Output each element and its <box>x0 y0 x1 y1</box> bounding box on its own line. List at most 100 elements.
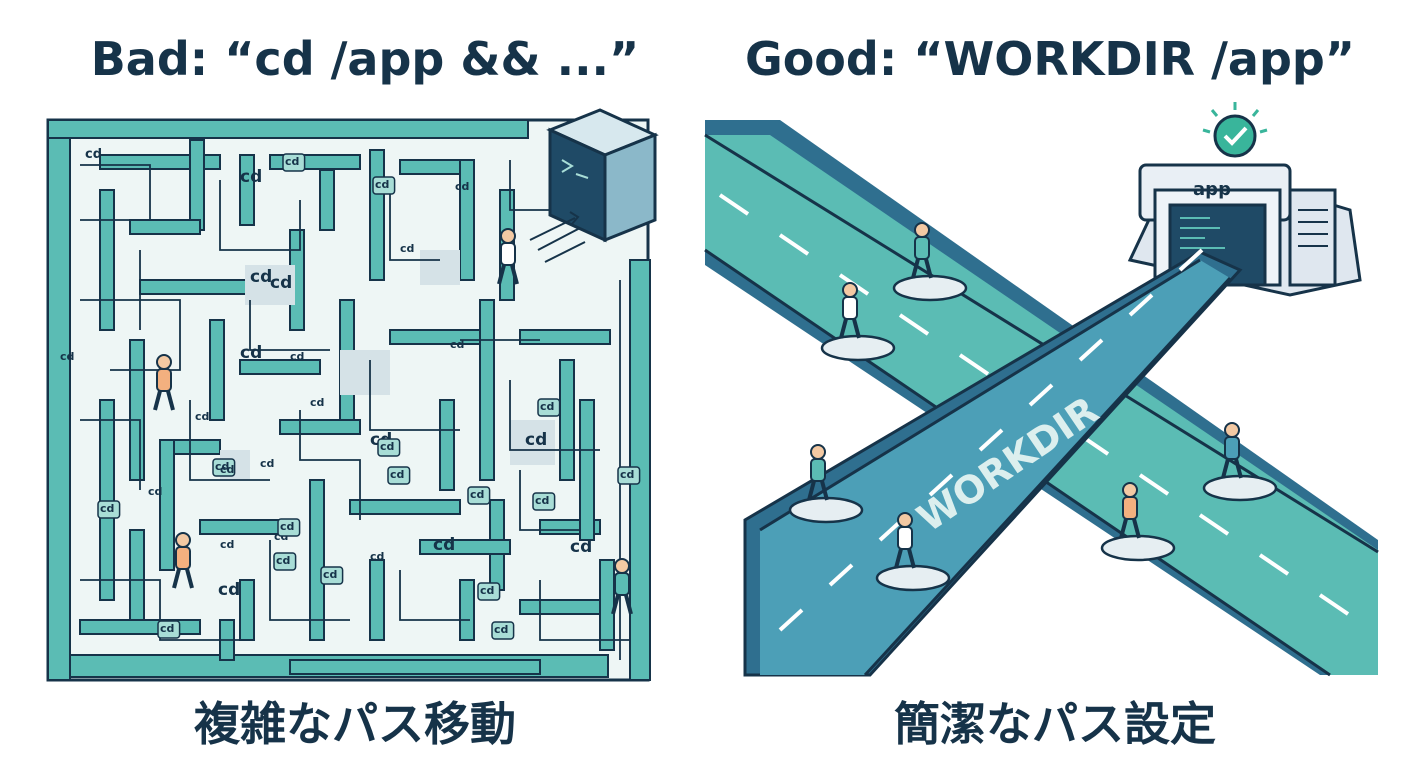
maze-cd-label: cd <box>270 273 292 293</box>
maze-wall <box>239 579 255 641</box>
arrow-icon <box>529 211 586 263</box>
person-icon-leg <box>1221 458 1230 479</box>
maze-cd-label: cd <box>260 457 274 470</box>
person-icon-leg <box>852 318 861 339</box>
maze-wall <box>369 149 385 281</box>
person-icon-leg <box>166 390 175 411</box>
maze-cd-box <box>387 466 411 485</box>
maze-path-line <box>539 580 630 641</box>
maze-wall <box>79 619 201 635</box>
maze-cd-label: cd <box>400 242 414 255</box>
hoverboard-icon <box>788 496 864 524</box>
maze-wall <box>129 219 201 235</box>
maze-path-line <box>509 160 560 211</box>
maze-cd-label: cd <box>100 502 114 515</box>
maze-cd-label: cd <box>433 535 455 555</box>
lane-dash <box>1178 248 1204 272</box>
maze-wall <box>579 399 595 541</box>
maze-wall <box>439 399 455 491</box>
maze-wall <box>319 169 335 231</box>
building-label: app <box>1193 179 1231 200</box>
person-icon-leg <box>839 318 848 339</box>
person-icon-head <box>614 558 630 574</box>
person-icon-head <box>842 282 858 298</box>
maze-top-wall <box>47 119 529 139</box>
person-icon-leg <box>153 390 162 411</box>
maze-wall <box>419 539 511 555</box>
maze-wall <box>459 579 475 641</box>
good-title: Good: “WORKDIR /app” <box>744 32 1356 86</box>
person-icon-leg <box>624 594 633 615</box>
hoverboard-icon <box>892 274 968 302</box>
person-icon-body <box>1122 496 1138 520</box>
maze-wall <box>189 139 205 231</box>
maze-cd-label: cd <box>570 537 592 557</box>
maze-cd-label: cd <box>240 343 262 363</box>
lane-dash <box>778 608 804 632</box>
person-icon-leg <box>185 568 194 589</box>
hoverboard-icon <box>1202 474 1278 502</box>
maze-wall <box>209 319 225 421</box>
maze-path-line <box>389 190 440 261</box>
person-icon-body <box>1224 436 1240 460</box>
maze-cd-label: cd <box>215 460 229 473</box>
maze-wall <box>349 499 461 515</box>
maze-cd-label: cd <box>195 410 209 423</box>
maze-wall <box>289 659 541 675</box>
person-icon-body <box>810 458 826 482</box>
maze-cd-box <box>97 500 121 519</box>
maze-cd-box <box>467 486 491 505</box>
maze-cd-label: cd <box>375 178 389 191</box>
maze-cd-label: cd <box>390 468 404 481</box>
person-icon-head <box>175 532 191 548</box>
maze-path-line <box>189 400 270 481</box>
person-icon-head <box>914 222 930 238</box>
workdir-road: WORKDIR <box>743 248 1243 677</box>
maze-wall <box>519 329 611 345</box>
maze-cd-label: cd <box>250 267 272 287</box>
person-icon-head <box>500 228 516 244</box>
maze-cd-label: cd <box>310 396 324 409</box>
person-icon-leg <box>510 264 519 285</box>
maze-path-line <box>80 579 240 641</box>
maze-cd-label: cd <box>280 520 294 533</box>
lane-dash <box>1028 383 1054 407</box>
lane-dash <box>1318 593 1350 616</box>
maze-cd-box <box>277 518 301 537</box>
person-icon-leg <box>1234 458 1243 479</box>
lane-dash <box>958 353 990 376</box>
maze-wall <box>129 339 145 481</box>
maze-wall <box>459 159 475 281</box>
maze-cd-label: cd <box>494 623 508 636</box>
maze-cd-label: cd <box>380 440 394 453</box>
maze-cd-label: cd <box>540 400 554 413</box>
hoverboard-icon <box>820 334 896 362</box>
maze-wall <box>239 359 321 375</box>
person-icon-head <box>1122 482 1138 498</box>
maze-people <box>153 228 633 615</box>
maze-cd-label: cd <box>535 494 549 507</box>
lane-dash <box>778 233 810 256</box>
maze-cd-label: cd <box>85 147 102 162</box>
maze-cd-label: cd <box>620 468 634 481</box>
maze-path-line <box>299 410 361 520</box>
person-icon-body <box>897 526 913 550</box>
maze-cd-label: cd <box>480 584 494 597</box>
maze-wall <box>479 299 495 481</box>
lane-dash <box>718 193 750 216</box>
maze-wall <box>309 479 325 641</box>
maze-wall <box>369 559 385 641</box>
maze-cd-label: cd <box>290 350 304 363</box>
maze-cd-box <box>372 176 396 195</box>
maze-left-wall <box>47 119 71 681</box>
hoverboard-icon <box>875 564 951 592</box>
person-icon-leg <box>894 548 903 569</box>
maze-cd-label: cd <box>276 554 290 567</box>
maze-cd-box <box>320 566 344 585</box>
workdir-road-dashes <box>778 248 1204 632</box>
maze-cd-box <box>282 153 306 172</box>
maze-cd-label: cd <box>220 538 234 551</box>
lane-dash <box>898 313 930 336</box>
